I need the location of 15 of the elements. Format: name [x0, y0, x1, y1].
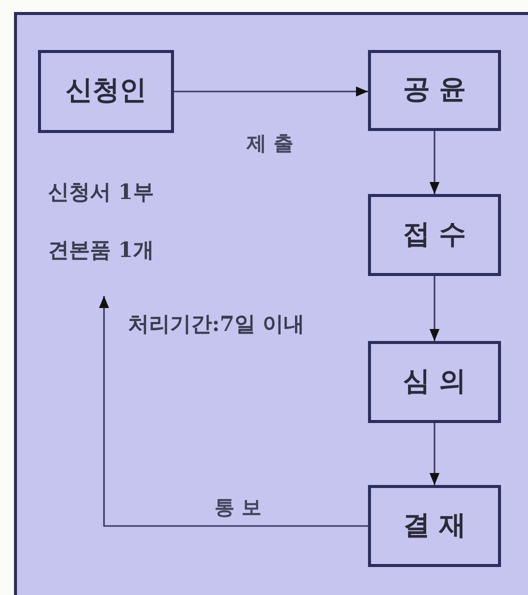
- edge-label: 통 보: [214, 494, 262, 521]
- arrow: [430, 423, 440, 485]
- arrow: [99, 296, 368, 527]
- process-box: 결 재: [368, 485, 501, 567]
- process-box: 심 의: [368, 341, 501, 423]
- process-box: 공 윤: [368, 50, 501, 131]
- arrow: [174, 86, 368, 96]
- arrow: [430, 276, 440, 341]
- process-box: 신청인: [38, 50, 174, 133]
- note-text: 처리기간:7일 이내: [128, 310, 305, 338]
- note-text: 견본품 1개: [48, 236, 154, 264]
- process-box: 접 수: [368, 194, 501, 276]
- note-text: 신청서 1부: [48, 178, 154, 206]
- edge-label: 제 출: [246, 130, 294, 157]
- arrow: [430, 131, 440, 194]
